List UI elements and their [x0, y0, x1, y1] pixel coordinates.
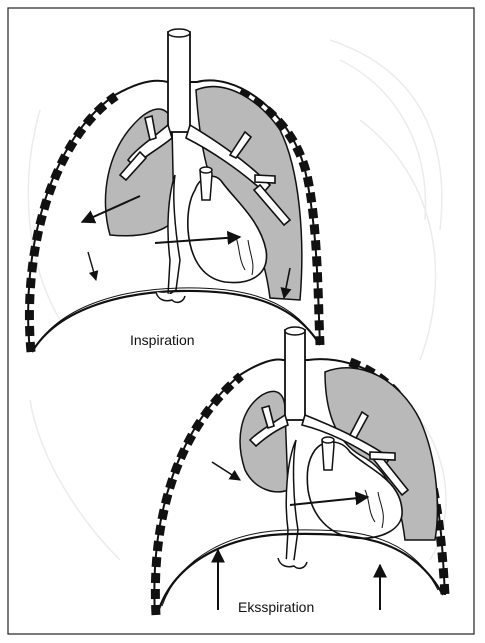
inspiration-diagram: Inspiration [24, 28, 325, 353]
inspiration-trachea [167, 28, 191, 133]
inspiration-arrow-heart [154, 230, 242, 245]
eksspiration-esophagus-base [277, 557, 308, 570]
eksspiration-rib-band-left [150, 372, 244, 616]
eksspiration-arrow-left-lung [211, 461, 241, 481]
inspiration-label: Inspiration [130, 332, 195, 348]
eksspiration-label: Eksspiration [238, 599, 314, 615]
eksspiration-diagram: Eksspiration [150, 326, 450, 616]
inspiration-great-vessels [167, 166, 213, 297]
eksspiration-left-lung [239, 390, 289, 493]
eksspiration-bronchi [248, 405, 410, 497]
inspiration-bronchi [118, 114, 292, 227]
inspiration-rib-band-right [237, 87, 325, 346]
inspiration-arrow-right-down [280, 267, 292, 300]
inspiration-arrow-left-lung [80, 195, 141, 224]
eksspiration-trachea [284, 326, 306, 421]
inspiration-esophagus-base [155, 291, 186, 304]
inspiration-arrow-left-down [87, 251, 99, 281]
eksspiration-diaphragm [156, 532, 444, 613]
inspiration-diaphragm [31, 289, 321, 353]
eksspiration-arrow-heart [289, 491, 370, 506]
inspiration-heart [187, 175, 268, 284]
inspiration-rib-band-left [24, 92, 119, 353]
